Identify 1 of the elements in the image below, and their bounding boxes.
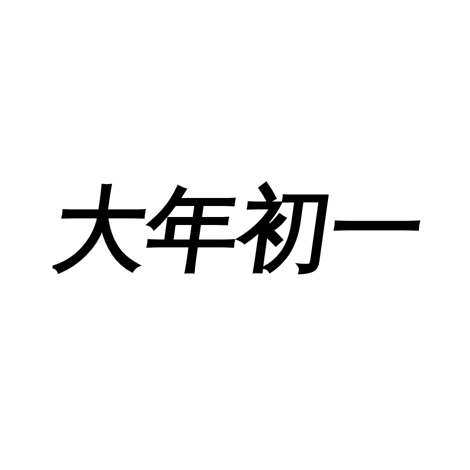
calligraphy-title: 大年初一: [48, 178, 430, 280]
